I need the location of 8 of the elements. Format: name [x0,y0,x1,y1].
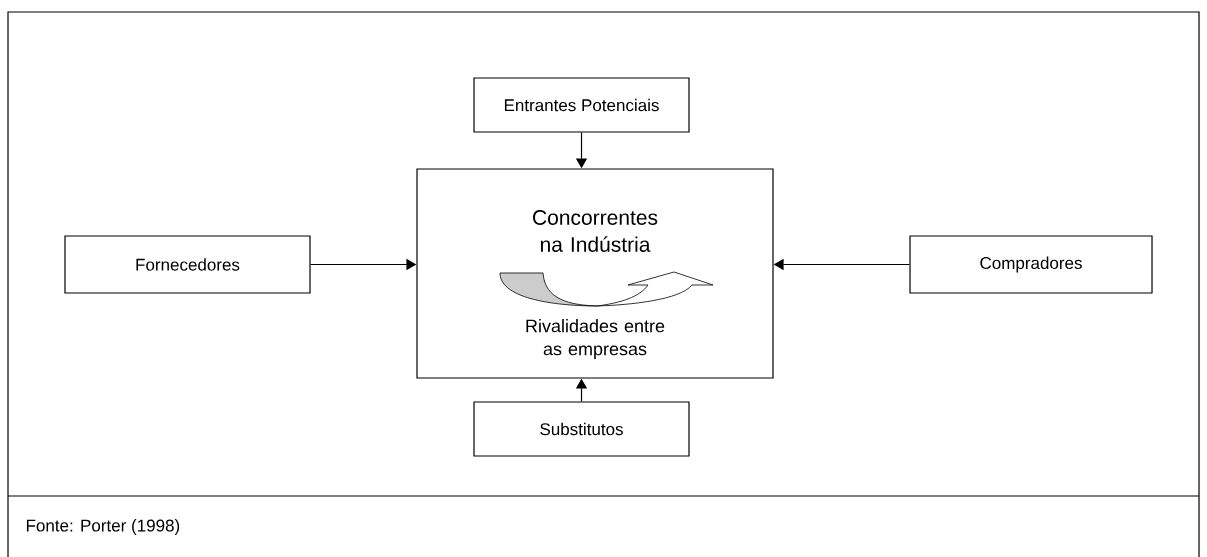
box: Entrantes Potenciais [473,77,690,133]
box: Compradores [909,235,1153,294]
box: Substitutos [473,401,690,457]
box [416,168,774,379]
box: Fornecedores [64,235,311,294]
box-title: Concorrentes na Indústria [533,210,658,252]
box-text: Rivalidades entre as empresas [526,319,665,359]
caption: Fonte: Porter (1998) [26,519,180,535]
